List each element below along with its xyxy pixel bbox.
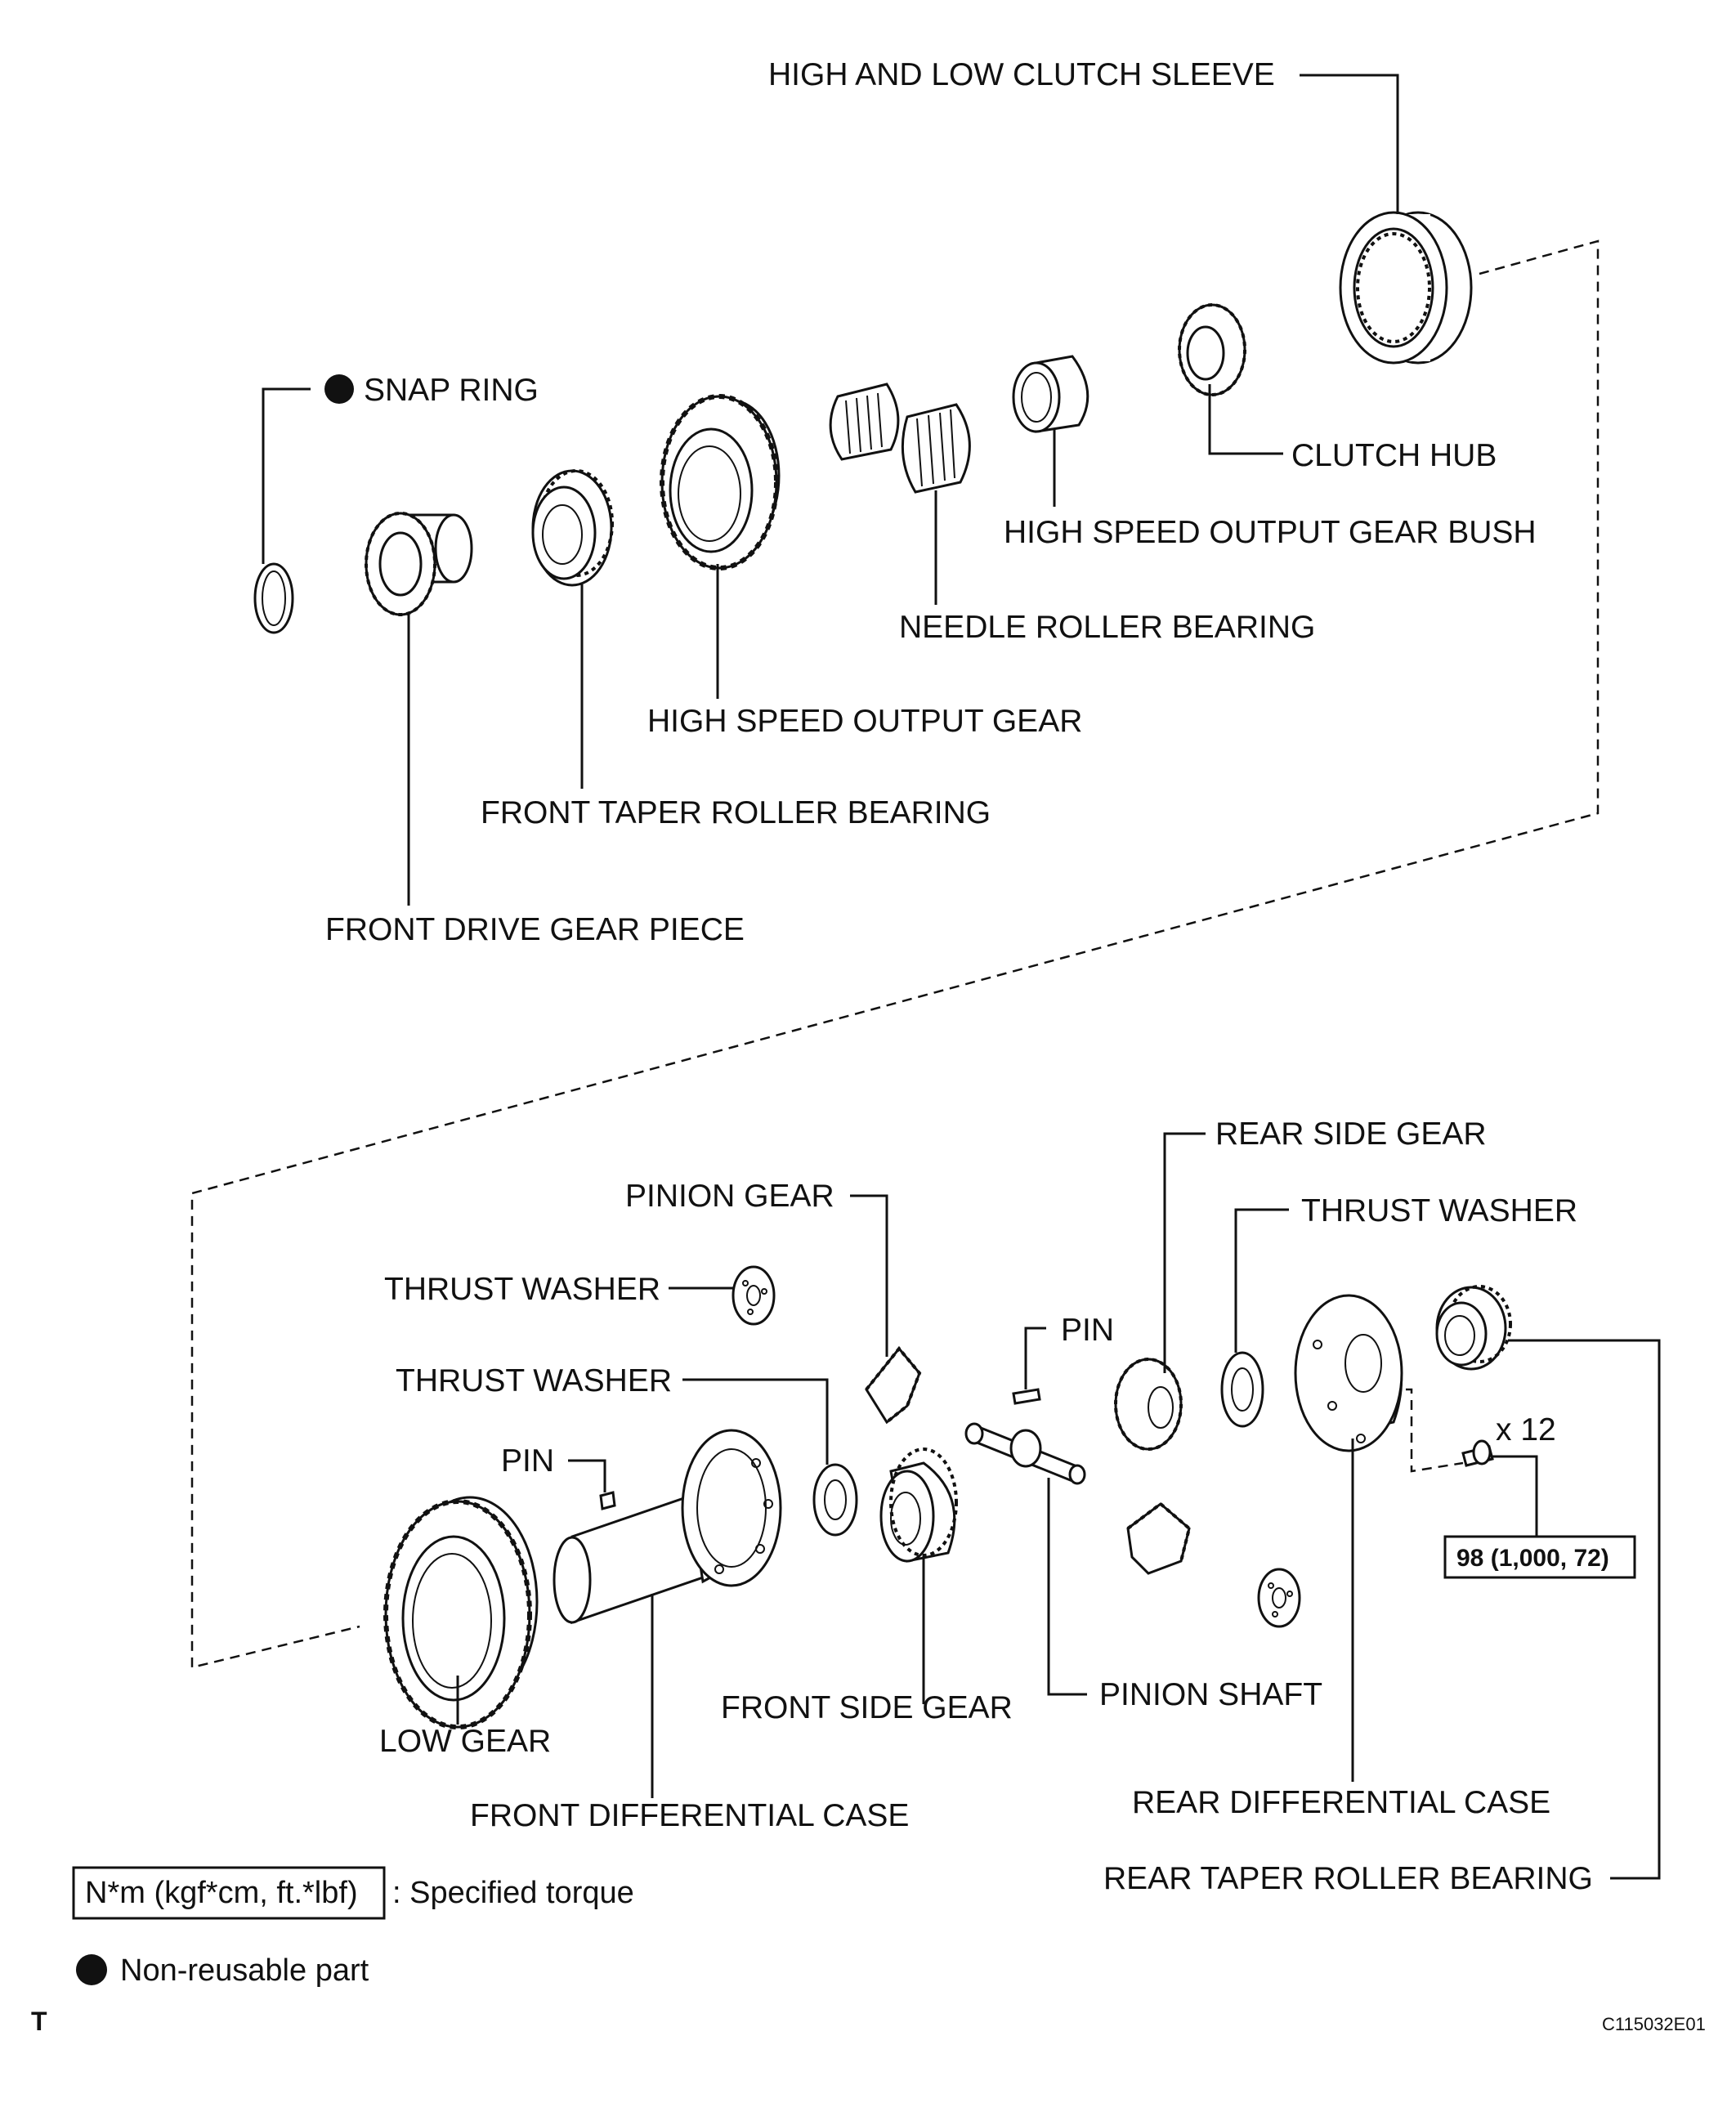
- low-gear-part: [383, 1496, 539, 1729]
- pinion-shaft-part: [964, 1422, 1086, 1485]
- front-differential-case-part: [553, 1429, 782, 1625]
- legend-torque-box: [72, 1866, 386, 1920]
- label-needle-roller-bearing: NEEDLE ROLLER BEARING: [899, 610, 1315, 645]
- label-high-speed-output-gear: HIGH SPEED OUTPUT GEAR: [647, 704, 1082, 739]
- leader-rear-taper-bearing: [1508, 1339, 1661, 1880]
- leader-pinion-gear: [850, 1194, 888, 1357]
- leader-high-low-clutch-sleeve: [1300, 74, 1399, 214]
- legend-torque-units: N*m (kgf*cm, ft.*lbf): [85, 1876, 358, 1910]
- leader-thrust-washer-right: [1234, 1208, 1289, 1353]
- label-pinion-shaft: PINION SHAFT: [1099, 1677, 1322, 1712]
- label-thrust-washer-left-mid: THRUST WASHER: [396, 1363, 672, 1398]
- leader-pin-upper: [1024, 1327, 1046, 1389]
- high-speed-output-gear-bush-part: [1012, 355, 1089, 433]
- label-front-side-gear: FRONT SIDE GEAR: [721, 1690, 1013, 1725]
- legend-non-reusable-marker: [76, 1954, 107, 1985]
- clutch-hub-part: [1178, 303, 1246, 396]
- label-rear-differential-case: REAR DIFFERENTIAL CASE: [1132, 1785, 1550, 1820]
- label-snap-ring: SNAP RING: [364, 373, 539, 408]
- thrust-washer-right-part: [1220, 1351, 1264, 1428]
- label-thrust-washer-left-top: THRUST WASHER: [384, 1272, 660, 1307]
- legend-torque-description: : Specified torque: [392, 1876, 634, 1910]
- pin-upper-part: [1012, 1388, 1041, 1405]
- label-front-taper-roller-bearing: FRONT TAPER ROLLER BEARING: [481, 795, 991, 830]
- label-clutch-hub: CLUTCH HUB: [1291, 438, 1497, 473]
- label-pin-upper: PIN: [1061, 1313, 1114, 1348]
- pinion-gear-lower-part: [1126, 1501, 1192, 1575]
- corner-mark: T: [31, 2007, 47, 2036]
- bolt-dashed-leader: [1389, 1388, 1464, 1473]
- label-rear-taper-roller-bearing: REAR TAPER ROLLER BEARING: [1103, 1861, 1593, 1896]
- label-front-differential-case: FRONT DIFFERENTIAL CASE: [470, 1798, 909, 1833]
- non-reusable-marker-snap-ring: [324, 374, 354, 404]
- torque-value: 98 (1,000, 72): [1456, 1545, 1609, 1572]
- rear-taper-roller-bearing-part: [1435, 1285, 1512, 1371]
- leader-thrust-washer-left-mid: [682, 1378, 829, 1465]
- label-pinion-gear: PINION GEAR: [625, 1179, 834, 1214]
- front-side-gear-part: [879, 1447, 958, 1563]
- leader-snap-ring: [262, 387, 311, 564]
- snap-ring-part: [253, 562, 294, 634]
- label-high-speed-output-gear-bush: HIGH SPEED OUTPUT GEAR BUSH: [1004, 515, 1537, 550]
- pin-lower-part: [599, 1491, 616, 1510]
- label-thrust-washer-right: THRUST WASHER: [1301, 1193, 1577, 1228]
- thrust-washer-lower-part: [1257, 1568, 1301, 1628]
- leader-clutch-hub: [1208, 384, 1283, 455]
- label-high-low-clutch-sleeve: HIGH AND LOW CLUTCH SLEEVE: [768, 57, 1275, 92]
- high-speed-output-gear-part: [660, 394, 781, 570]
- pinion-gear-part: [865, 1345, 922, 1425]
- rear-differential-case-part: [1294, 1294, 1403, 1452]
- bolt-part: [1461, 1439, 1494, 1467]
- needle-roller-bearing-part: [829, 383, 971, 494]
- label-low-gear: LOW GEAR: [379, 1724, 551, 1759]
- torque-value-box: [1443, 1535, 1636, 1579]
- label-pin-lower: PIN: [501, 1443, 554, 1479]
- leader-torque-bolt: [1492, 1455, 1538, 1537]
- rear-side-gear-part: [1114, 1358, 1183, 1451]
- label-bolt-count: x 12: [1496, 1412, 1556, 1447]
- leader-pinion-shaft: [1047, 1478, 1087, 1696]
- leader-pin-lower: [568, 1459, 606, 1492]
- figure-code: C115032E01: [1602, 2014, 1706, 2034]
- assembly-dashed-connector: [190, 239, 1600, 1669]
- front-drive-gear-piece-part: [365, 512, 473, 616]
- front-taper-roller-bearing-part: [531, 469, 614, 587]
- leader-rear-side-gear: [1163, 1132, 1206, 1373]
- thrust-washer-left-top-part: [732, 1265, 776, 1326]
- high-low-clutch-sleeve-part: [1339, 211, 1473, 365]
- label-rear-side-gear: REAR SIDE GEAR: [1215, 1116, 1487, 1152]
- legend-non-reusable-text: Non-reusable part: [120, 1953, 369, 1988]
- label-front-drive-gear-piece: FRONT DRIVE GEAR PIECE: [325, 912, 745, 947]
- thrust-washer-left-mid-part: [812, 1463, 858, 1537]
